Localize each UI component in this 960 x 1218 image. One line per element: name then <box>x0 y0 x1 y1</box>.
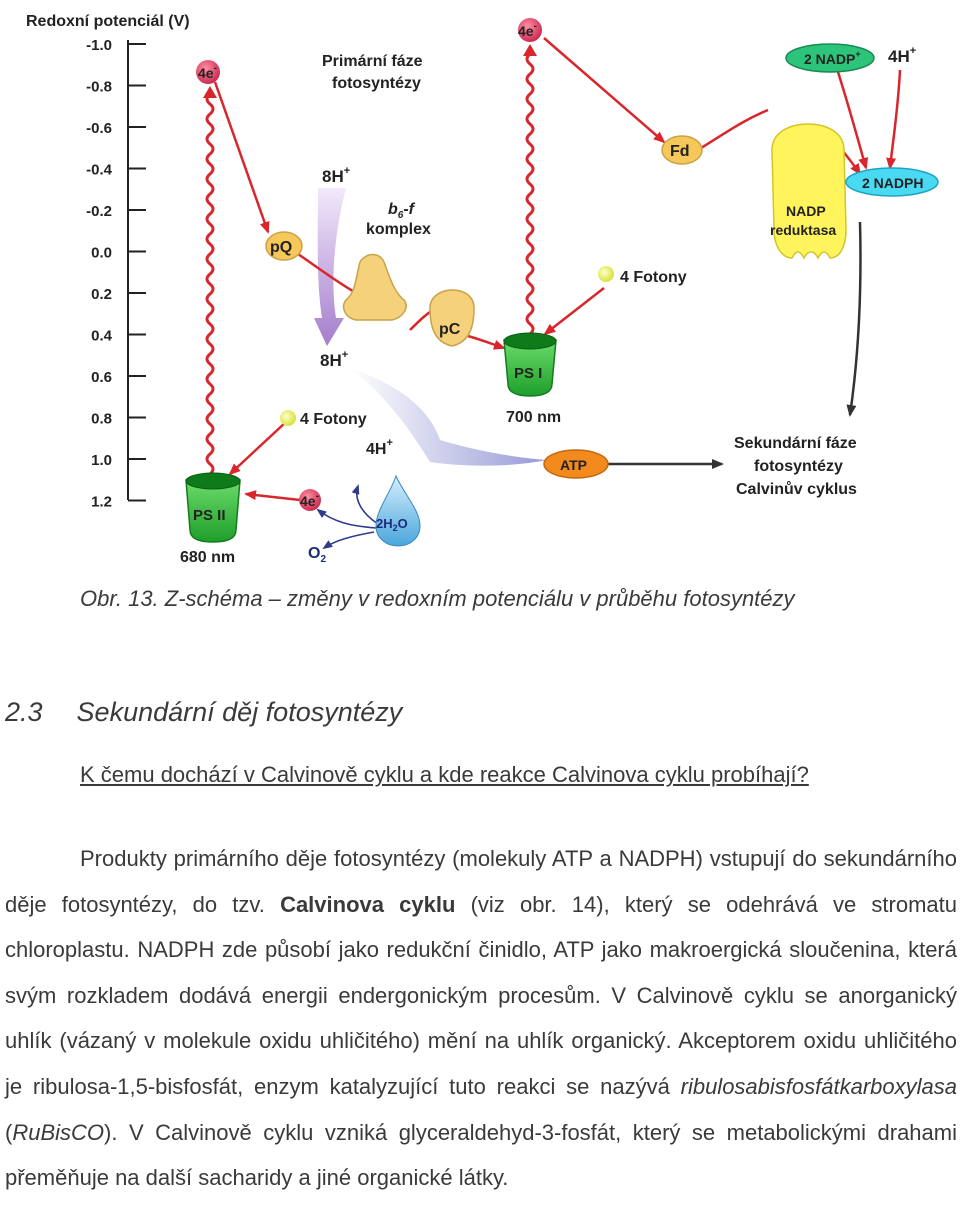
figure-caption: Obr. 13. Z-schéma – změny v redoxním pot… <box>80 586 795 612</box>
section-question: K čemu dochází v Calvinově cyklu a kde r… <box>5 752 960 797</box>
photon-dot-ps1 <box>598 266 614 282</box>
photon-dot-ps2 <box>280 410 296 426</box>
nadph-label: 2 NADPH <box>862 175 923 191</box>
wave-arrowhead <box>523 44 537 56</box>
axis-tick-label: -0.8 <box>86 79 112 96</box>
primary-phase-label-1: Primární fáze <box>322 53 423 70</box>
axis-tick-label: -0.4 <box>86 162 113 179</box>
secondary-phase-label-3: Calvinův cyklus <box>736 481 857 498</box>
primary-phase-label-2: fotosyntézy <box>332 75 421 92</box>
section-heading: 2.3 Sekundární děj fotosyntézy <box>5 697 402 728</box>
flow-arrows <box>606 222 861 464</box>
nadph-badge: 2 NADPH <box>846 168 938 196</box>
water-splitting-arrows <box>318 486 378 548</box>
secondary-phase-label-2: fotosyntézy <box>754 458 843 475</box>
axis-tick-label: 0.8 <box>91 411 112 428</box>
axis-title: Redoxní potenciál (V) <box>26 13 190 30</box>
b6f-label: b6-f <box>388 201 416 221</box>
nadp-protons-label: 4H+ <box>888 45 916 66</box>
water-protons-label: 4H+ <box>366 437 393 458</box>
water-label: 2H2O <box>376 516 408 533</box>
fd-label: Fd <box>670 143 690 160</box>
nadp-badge: 2 NADP+ <box>786 44 874 72</box>
body-paragraph: Produkty primárního děje fotosyntézy (mo… <box>5 836 957 1201</box>
potential-axis: Redoxní potenciál (V) -1.0 -0.8 -0.6 -0.4 -0… <box>26 13 190 511</box>
b6f-komplex-label: komplex <box>366 221 431 238</box>
photons-ps1-label: 4 Fotony <box>620 269 687 286</box>
atp-badge: ATP <box>544 450 608 478</box>
electrons-water: 4e- <box>299 489 321 511</box>
nadp-reductase-label-2: reduktasa <box>770 222 836 238</box>
rubisco-full-name: ribulosabisfosfátkarboxylasa <box>681 1074 957 1099</box>
ps2-label: PS II <box>193 507 226 524</box>
pc-shape: pC <box>430 290 474 346</box>
question-text: K čemu dochází v Calvinově cyklu a kde r… <box>80 762 809 787</box>
pq-node: pQ <box>266 232 302 260</box>
photons-ps2-label: 4 Fotony <box>300 411 367 428</box>
electron-transfer-lines <box>215 38 900 500</box>
wave-arrowhead <box>203 86 217 98</box>
pc-label: pC <box>439 321 461 338</box>
b6f-complex-shape <box>344 255 406 321</box>
secondary-phase-label-1: Sekundární fáze <box>734 435 857 452</box>
ps2-wavelength-label: 680 nm <box>180 549 235 566</box>
axis-tick-label: -0.6 <box>86 120 112 137</box>
axis-tick-label: 1.2 <box>91 494 112 511</box>
ps2-excitation-wave <box>207 94 213 474</box>
ps1-label: PS I <box>514 365 542 382</box>
axis-tick-label: 0.6 <box>91 369 112 386</box>
fd-node: Fd <box>662 136 702 164</box>
electrons-top-center: 4e- <box>518 18 542 42</box>
water-drop: 2H2O <box>376 476 420 546</box>
protons-bottom-label: 8H+ <box>320 349 348 370</box>
calvin-cycle-term: Calvinova cyklu <box>280 892 455 917</box>
section-number: 2.3 <box>5 697 43 727</box>
nadp-reductase-label-1: NADP <box>786 203 826 219</box>
pq-label: pQ <box>270 239 292 256</box>
rubisco-abbrev: RuBisCO <box>12 1120 104 1145</box>
z-scheme-figure: Redoxní potenciál (V) -1.0 -0.8 -0.6 -0.4 -0… <box>0 0 960 575</box>
axis-tick-label: 0.2 <box>91 286 112 303</box>
ps2-shape: PS II <box>186 473 240 542</box>
electrons-top-left: 4e- <box>196 60 220 84</box>
axis-tick-label: -0.2 <box>86 203 112 220</box>
paragraph-text-4: ). V Calvinově cyklu vzniká glyceraldehy… <box>5 1120 957 1191</box>
ps1-wavelength-label: 700 nm <box>506 409 561 426</box>
axis-tick-label: 0.4 <box>91 328 113 345</box>
axis-tick-label: -1.0 <box>86 37 112 54</box>
protons-top-label: 8H+ <box>322 165 350 186</box>
ps1-shape: PS I <box>504 333 556 396</box>
oxygen-label: O2 <box>308 545 326 565</box>
nadp-label: 2 NADP+ <box>804 49 861 67</box>
atp-label: ATP <box>560 457 587 473</box>
nadp-reductase-shape: NADP reduktasa <box>770 124 846 258</box>
axis-tick-label: 0.0 <box>91 245 112 262</box>
axis-tick-label: 1.0 <box>91 452 112 469</box>
section-title: Sekundární děj fotosyntézy <box>77 697 403 727</box>
ps1-excitation-wave <box>527 54 533 334</box>
paragraph-text-2: (viz obr. 14), který se odehrává ve stro… <box>5 892 957 1099</box>
